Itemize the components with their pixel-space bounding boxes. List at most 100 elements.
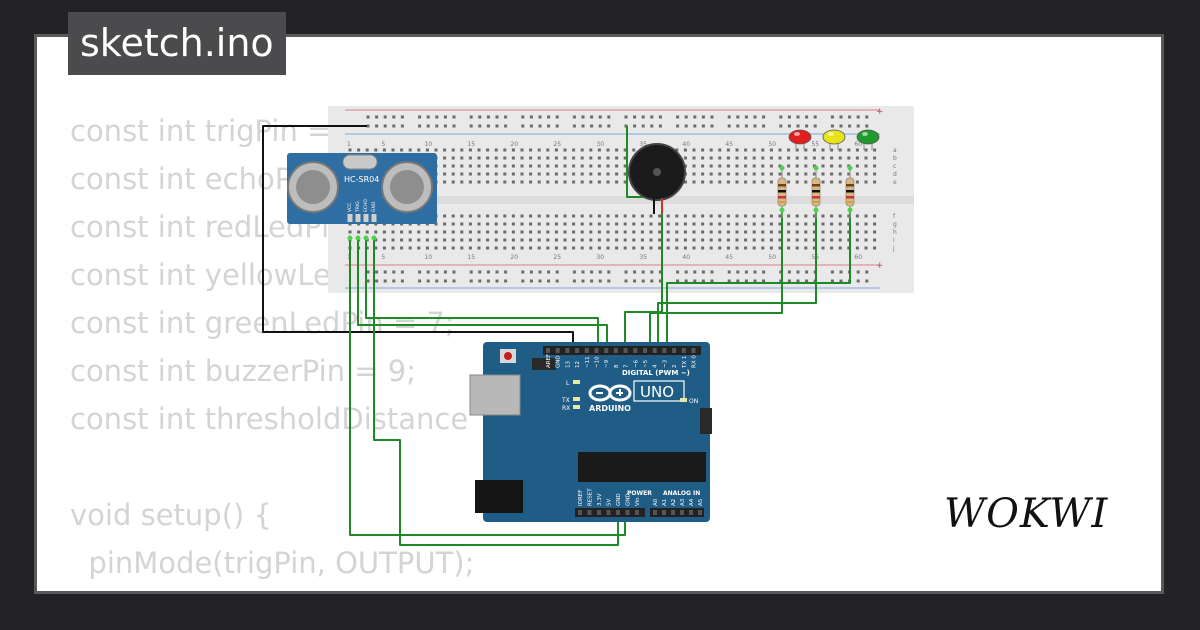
breadboard-hole [451,238,455,242]
breadboard-hole [391,246,395,250]
breadboard-hole [615,222,619,226]
power-pin[interactable] [616,510,620,515]
digital-pin[interactable] [594,348,599,353]
breadboard-hole [847,214,851,218]
breadboard-hole [580,148,584,152]
breadboard-rail-hole [375,115,379,119]
breadboard-hole [589,246,593,250]
breadboard-hole [787,214,791,218]
breadboard-rail-hole [676,279,680,283]
reset-button[interactable] [504,352,512,360]
breadboard-hole [795,148,799,152]
analog-pin[interactable] [698,510,702,515]
breadboard-hole [787,164,791,168]
breadboard-hole [408,238,412,242]
breadboard-rail-hole [624,270,628,274]
breadboard-hole [838,214,842,218]
digital-pin[interactable] [604,348,609,353]
breadboard-hole [580,172,584,176]
breadboard-rail-hole [478,115,482,119]
breadboard-hole [546,164,550,168]
breadboard-hole [855,180,859,184]
breadboard-hole [597,148,601,152]
breadboard-rail-hole [727,124,731,128]
breadboard-rail-hole [452,279,456,283]
digital-pin[interactable] [575,348,580,353]
power-pin[interactable] [587,510,592,515]
breadboard-hole [821,172,825,176]
breadboard-rail-hole [555,279,559,283]
breadboard-hole [572,164,576,168]
power-pin[interactable] [597,510,601,515]
breadboard-hole [761,156,765,160]
breadboard-rail-hole [375,279,379,283]
digital-pin[interactable] [672,348,677,353]
digital-pin-label: 13 [565,361,571,368]
analog-pin-label: A2 [671,499,677,506]
digital-pin[interactable] [613,348,618,353]
breadboard-hole [606,180,610,184]
breadboard-hole [778,222,782,226]
file-tab[interactable]: sketch.ino [68,12,286,75]
led-l-label: L [566,380,570,387]
breadboard-hole [443,214,447,218]
power-pin[interactable] [625,510,630,515]
breadboard-hole [563,214,567,218]
power-pin[interactable] [635,510,639,515]
arduino-uno[interactable]: DIGITAL (PWM ~) POWER ANALOG IN ARDUINO … [469,342,712,522]
led-green[interactable] [856,129,880,150]
power-pin[interactable] [578,510,582,515]
breadboard-hole [735,172,739,176]
breadboard-hole [451,164,455,168]
breadboard-hole [873,164,877,168]
resistor-connection [813,207,819,213]
analog-pin[interactable] [671,510,675,515]
resistor[interactable] [811,165,821,219]
breadboard-hole [494,214,498,218]
analog-pin[interactable] [689,510,693,515]
digital-pin[interactable] [691,348,696,353]
breadboard-rail-hole [443,124,447,128]
analog-pin[interactable] [680,510,684,515]
breadboard-hole [503,180,507,184]
breadboard-hole [821,164,825,168]
breadboard-hole [864,180,868,184]
power-pin[interactable] [606,510,611,515]
breadboard-hole [804,172,808,176]
analog-pin[interactable] [662,510,666,515]
breadboard-hole [812,238,816,242]
breadboard-hole [830,156,834,160]
digital-pin[interactable] [662,348,667,353]
digital-header-label: DIGITAL (PWM ~) [622,369,690,377]
breadboard-hole [434,222,438,226]
breadboard-hole [443,238,447,242]
code-line: const int greenLedPin = 7; [70,306,455,340]
sensor-pin-label: ECHO [363,199,369,212]
digital-pin[interactable] [652,348,657,353]
resistor[interactable] [777,165,787,219]
buzzer[interactable] [628,143,686,214]
digital-pin[interactable] [643,348,647,353]
breadboard-hole [546,246,550,250]
led-red[interactable] [788,129,812,150]
breadboard-hole [855,246,859,250]
analog-pin[interactable] [653,510,657,515]
icsp-header-right [700,408,712,434]
breadboard-hole [529,164,533,168]
breadboard-hole [744,246,748,250]
digital-pin[interactable] [633,348,638,353]
digital-pin[interactable] [681,348,686,353]
digital-pin[interactable] [565,348,570,353]
digital-pin[interactable] [623,348,628,353]
breadboard-rail-hole [590,124,594,128]
resistor[interactable] [845,165,855,219]
breadboard-hole [623,214,627,218]
led-yellow[interactable] [822,129,846,150]
digital-pin[interactable] [555,348,560,353]
breadboard-hole [769,238,773,242]
breadboard-hole [434,148,438,152]
rail-plus-label-bottom: + [876,261,884,271]
digital-pin[interactable] [546,348,550,353]
digital-pin[interactable] [584,348,589,353]
